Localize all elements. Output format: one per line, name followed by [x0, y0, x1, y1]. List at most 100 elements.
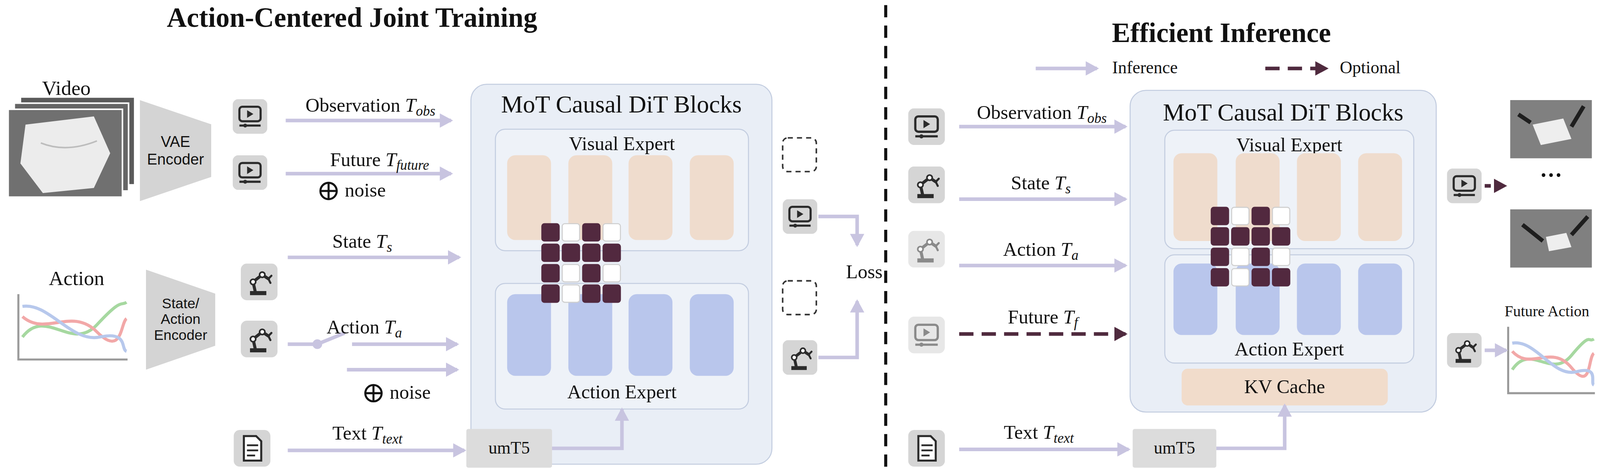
mask-cell — [1231, 207, 1249, 225]
input-arrows — [287, 448, 464, 452]
mask-cell — [1252, 207, 1270, 225]
mask-cell — [1211, 227, 1229, 245]
mask-cell — [1211, 248, 1229, 266]
symbol-letter: T — [384, 316, 396, 338]
icons — [232, 98, 1482, 466]
mask-cell — [1231, 248, 1249, 266]
expert-columns — [1358, 263, 1402, 335]
subscript: a — [395, 324, 402, 340]
block-container: MoT Causal DiT BlocksVisual ExpertAction… — [470, 83, 773, 465]
input-arrows — [352, 342, 458, 346]
connectors — [552, 405, 1285, 448]
text-label: Observation Tobs — [976, 102, 1107, 124]
mask-cell — [582, 284, 600, 302]
expert-columns — [1358, 153, 1402, 241]
mask-cell — [1272, 207, 1290, 225]
legend-label: Inference — [1112, 58, 1178, 78]
panel-title: Efficient Inference — [1112, 18, 1332, 49]
node-label: umT5 — [1153, 438, 1196, 458]
connector-arrow — [1216, 405, 1285, 448]
mask-cell — [562, 284, 580, 302]
mask-cell — [603, 264, 621, 282]
node-label: Action Expert — [1234, 338, 1344, 360]
optional-arrows — [959, 185, 1506, 334]
input-arrows — [287, 342, 314, 346]
icons — [240, 263, 278, 300]
mask-cell — [562, 223, 580, 241]
node-label: Visual Expert — [1236, 134, 1343, 156]
node-label: State/ Action Encoder — [150, 296, 212, 344]
mask-cell — [582, 223, 600, 241]
symbol-letter: T — [1063, 305, 1074, 328]
node-label: MoT Causal DiT Blocks — [1162, 98, 1404, 126]
text-label: Action Ta — [1003, 239, 1079, 261]
future-action-chart — [1508, 326, 1595, 393]
symbol-letter: T — [1054, 172, 1066, 194]
mask-cell — [1252, 248, 1270, 266]
add-symbols — [320, 182, 382, 402]
encoder-box: umT5 — [1132, 428, 1217, 468]
panel-title: Action-Centered Joint Training — [166, 3, 538, 34]
symbol-letter: T — [1060, 238, 1072, 260]
mask-cell — [542, 284, 560, 302]
text-label: Future Tfuture — [330, 149, 430, 171]
icons — [908, 108, 945, 145]
output-placeholders — [782, 280, 817, 315]
output-frames — [1546, 232, 1572, 252]
icons — [908, 166, 945, 204]
mask-cell — [1211, 268, 1229, 286]
text-label: Loss — [846, 261, 883, 283]
input-arrows — [1484, 348, 1507, 352]
text-label: noise — [344, 180, 386, 202]
subscript: obs — [416, 103, 436, 119]
encoder-trapezoid: VAE Encoder — [139, 100, 212, 202]
symbol-letter: T — [376, 230, 387, 252]
expert-columns — [689, 155, 734, 240]
output-placeholders — [782, 137, 817, 172]
panel-divider — [884, 5, 888, 470]
action-chart — [22, 306, 127, 352]
mask-cell — [1252, 268, 1270, 286]
mask-cell — [1231, 268, 1249, 286]
mask-cell — [542, 264, 560, 282]
icons — [782, 339, 818, 375]
add-symbols — [365, 384, 382, 402]
trapezoid-shape — [139, 100, 212, 202]
optional-arrows — [1484, 184, 1506, 188]
expert-columns — [628, 155, 673, 240]
mask-cell — [1231, 227, 1249, 245]
mask-cell — [542, 244, 560, 262]
text-label: Action Ta — [326, 316, 402, 338]
icons — [908, 429, 945, 467]
action-chart — [18, 294, 128, 360]
icons — [232, 155, 268, 190]
mask-cell — [1252, 227, 1270, 245]
subscript: f — [1074, 314, 1078, 330]
expert-columns — [1296, 263, 1341, 335]
output-frames — [1510, 100, 1592, 268]
mask-cell — [582, 244, 600, 262]
panel-divider — [885, 5, 887, 470]
text-label: noise — [389, 382, 431, 404]
symbol-letter: T — [1042, 420, 1054, 443]
expert-columns — [1296, 153, 1341, 241]
encoder-box: umT5 — [466, 428, 552, 468]
text-label: State Ts — [332, 231, 393, 253]
expert-columns — [507, 153, 1402, 376]
video-frames — [40, 140, 97, 148]
input-arrows — [818, 301, 858, 358]
symbol-letter: T — [385, 148, 397, 170]
icons — [1446, 168, 1482, 204]
input-arrows — [285, 118, 451, 123]
node-label: KV Cache — [1244, 376, 1326, 398]
output-frames — [1510, 100, 1592, 158]
subscript: future — [396, 157, 430, 173]
node-label: umT5 — [488, 438, 530, 458]
icons — [240, 320, 278, 358]
icons — [233, 429, 271, 467]
action-chart — [22, 316, 127, 341]
mask-cell — [542, 223, 560, 241]
expert-columns — [689, 294, 734, 376]
